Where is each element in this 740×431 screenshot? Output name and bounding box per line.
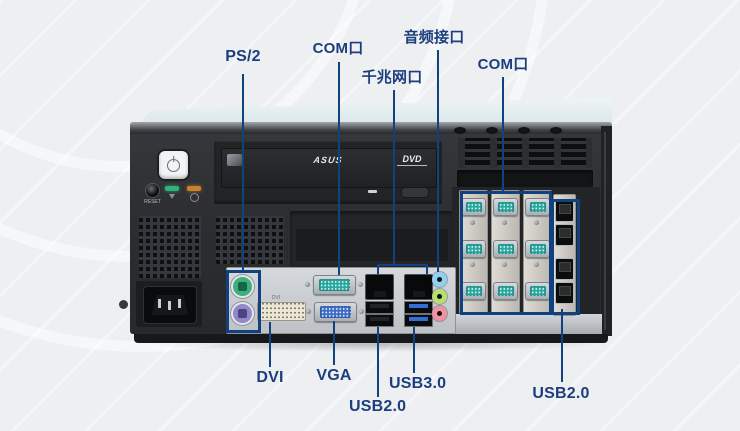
rim-screw-hole bbox=[518, 127, 530, 134]
ps2-mouse-port bbox=[231, 275, 254, 298]
leader-usb2 bbox=[377, 327, 379, 397]
power-icon bbox=[167, 158, 180, 172]
ps2-keyboard-port bbox=[231, 302, 254, 325]
side-wall-groove bbox=[604, 132, 606, 330]
com-port-rear bbox=[313, 275, 356, 295]
com-port bbox=[493, 198, 518, 216]
ac-power-inlet bbox=[143, 286, 197, 324]
audio-line-in-jack bbox=[432, 272, 447, 287]
audio-mic-jack bbox=[432, 306, 447, 321]
drive-bay-recess bbox=[290, 211, 454, 267]
leader-usb2-right bbox=[561, 309, 563, 382]
drive-brand-logo: ASUS bbox=[312, 155, 344, 165]
dvi-port bbox=[257, 302, 306, 321]
chassis-side-screw bbox=[119, 300, 128, 309]
label-com-right: COM口 bbox=[477, 56, 529, 73]
leader-com-top bbox=[338, 62, 340, 275]
label-vga: VGA bbox=[316, 367, 352, 384]
usb2-port bbox=[555, 200, 574, 222]
power-led bbox=[187, 186, 201, 191]
vga-port bbox=[314, 302, 357, 322]
label-ps2: PS/2 bbox=[225, 48, 261, 65]
leader-com-right bbox=[502, 77, 504, 191]
label-usb2: USB2.0 bbox=[349, 398, 407, 415]
chassis-bottom-edge bbox=[134, 334, 608, 343]
leader-usb3 bbox=[413, 327, 415, 373]
psu-vent-grille bbox=[139, 216, 201, 278]
rim-screw-hole bbox=[454, 127, 466, 134]
hdd-led bbox=[165, 186, 179, 191]
leader-audio bbox=[437, 50, 439, 272]
dvi-print-label: DVI bbox=[271, 295, 281, 301]
leader-vga bbox=[333, 321, 335, 365]
drive-eject-button bbox=[401, 187, 429, 198]
dvd-drive: ASUS DVD bbox=[214, 141, 442, 204]
leader-lan-stub-left bbox=[377, 264, 379, 274]
dvd-logo: DVD bbox=[397, 154, 427, 166]
ps2-highlight-box bbox=[226, 270, 261, 333]
label-audio: 音频接口 bbox=[403, 29, 465, 46]
chassis-side-wall bbox=[601, 126, 612, 336]
usb2-port-rear bbox=[365, 301, 394, 314]
dvd-tray-face bbox=[221, 148, 437, 188]
com-port bbox=[525, 282, 550, 300]
usb-highlight-box bbox=[551, 199, 580, 315]
drive-activity-led bbox=[368, 190, 377, 193]
reset-label: RESET bbox=[144, 199, 161, 205]
com-expansion-card bbox=[491, 190, 520, 314]
leader-dvi bbox=[269, 322, 271, 367]
usb2-port bbox=[555, 258, 574, 280]
com-port bbox=[493, 240, 518, 258]
motherboard-vent-grille bbox=[216, 216, 284, 264]
rim-screw-hole bbox=[550, 127, 562, 134]
label-usb2-right: USB2.0 bbox=[532, 385, 590, 402]
usb2-port bbox=[555, 282, 574, 304]
usb3-port-rear bbox=[404, 301, 433, 314]
usb3-port-rear bbox=[404, 314, 433, 327]
usb2-port bbox=[555, 224, 574, 246]
com-expansion-card bbox=[459, 190, 488, 314]
lan-port bbox=[404, 274, 433, 300]
expansion-bottom-rail bbox=[450, 314, 602, 334]
hdd-activity-icon bbox=[169, 194, 175, 199]
leader-lan bbox=[393, 90, 395, 266]
expansion-vent-louvers bbox=[458, 138, 592, 168]
leader-ps2 bbox=[242, 74, 244, 270]
power-button bbox=[159, 151, 188, 179]
power-led-icon bbox=[190, 193, 199, 202]
com-highlight-box bbox=[460, 191, 552, 315]
leader-lan-stub-right bbox=[426, 264, 428, 274]
drive-badge bbox=[227, 154, 242, 166]
label-dvi: DVI bbox=[256, 369, 284, 386]
leader-lan-bracket bbox=[377, 264, 428, 266]
label-com-top: COM口 bbox=[312, 40, 364, 57]
label-lan: 千兆网口 bbox=[361, 69, 423, 86]
lan-port bbox=[365, 274, 394, 300]
audio-line-out-jack bbox=[432, 289, 447, 304]
usb2-port-rear bbox=[365, 314, 394, 327]
expansion-slot-cover bbox=[457, 170, 593, 187]
reset-button bbox=[146, 184, 159, 197]
label-usb3: USB3.0 bbox=[389, 375, 447, 392]
com-port bbox=[461, 198, 486, 216]
com-port bbox=[493, 282, 518, 300]
rim-screw-hole bbox=[486, 127, 498, 134]
